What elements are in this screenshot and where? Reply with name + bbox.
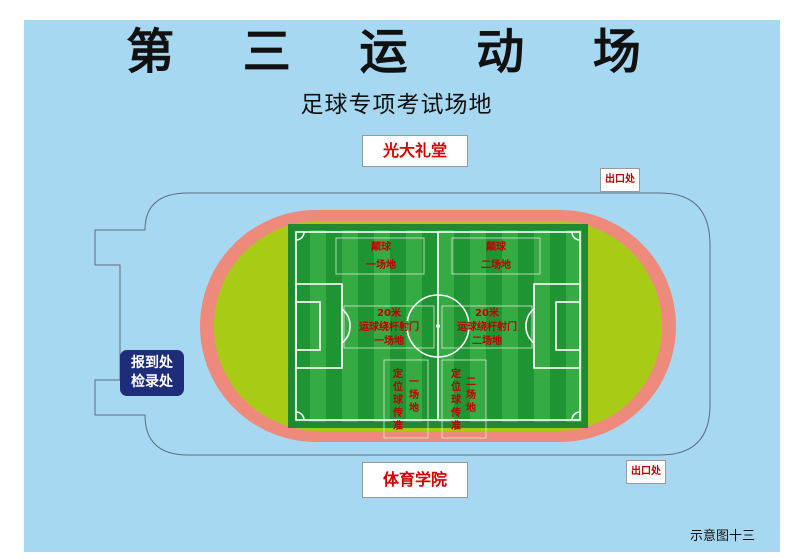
- pass-area-1-char: 场: [409, 388, 419, 401]
- pass-area-1-char: 地: [409, 401, 419, 414]
- map-subtitle: 足球专项考试场地: [300, 92, 493, 118]
- shoot-area-2-label-1: 20米: [475, 306, 500, 319]
- pass-area-2-char: 二: [466, 376, 476, 388]
- test-area-outlines: [335, 237, 541, 439]
- pass-area-1-char: 传: [392, 406, 403, 419]
- pass-area-1-char: 准: [393, 419, 403, 432]
- shoot-area-1-label-2: 运球绕杆射门: [359, 320, 419, 333]
- pass-area-2-char: 球: [451, 393, 462, 406]
- figure-note: 示意图十三: [690, 529, 756, 544]
- checkin-line-2: 检录处: [131, 374, 173, 390]
- exit-label-bottom-right: 出口处: [626, 460, 666, 484]
- map-title: 第 三 运 动 场: [126, 24, 667, 80]
- pass-area-1-char: 位: [393, 380, 403, 393]
- shoot-area-2-label-2: 运球绕杆射门: [457, 320, 517, 333]
- pass-area-2-char: 准: [451, 419, 461, 432]
- pass-area-2-char: 定: [451, 367, 461, 380]
- dribble-area-2-label-1: 颠球: [486, 240, 507, 253]
- dribble-area-2-label-2: 二场地: [481, 258, 511, 271]
- exit-label-top-right: 出口处: [600, 168, 640, 192]
- pass-area-1-char: 定: [393, 367, 403, 380]
- shoot-area-1-label-1: 20米: [377, 306, 402, 319]
- pass-area-2-char: 地: [466, 401, 476, 414]
- dribble-area-1-label-1: 颠球: [371, 240, 392, 253]
- dribble-area-1-label-2: 一场地: [366, 258, 396, 271]
- walkway-outline: [94, 192, 711, 456]
- shoot-area-1-label-3: 一场地: [374, 334, 404, 347]
- pass-area-1-char: 球: [393, 393, 404, 406]
- pass-area-2-char: 传: [450, 406, 461, 419]
- checkin-point: 报到处 检录处: [120, 350, 184, 396]
- pass-area-2-label: 定 位 球 传 准 二 场 地: [450, 367, 476, 432]
- building-label-bottom: 体育学院: [362, 462, 468, 498]
- building-label-top: 光大礼堂: [362, 135, 468, 167]
- pass-area-2-char: 位: [451, 380, 461, 393]
- pass-area-1-char: 一: [409, 377, 419, 388]
- shoot-area-2-label-3: 二场地: [472, 334, 502, 347]
- pass-area-2-char: 场: [466, 388, 476, 401]
- checkin-line-1: 报到处: [131, 355, 173, 371]
- pass-area-1-label: 定 位 球 传 准 一 场 地: [392, 367, 419, 432]
